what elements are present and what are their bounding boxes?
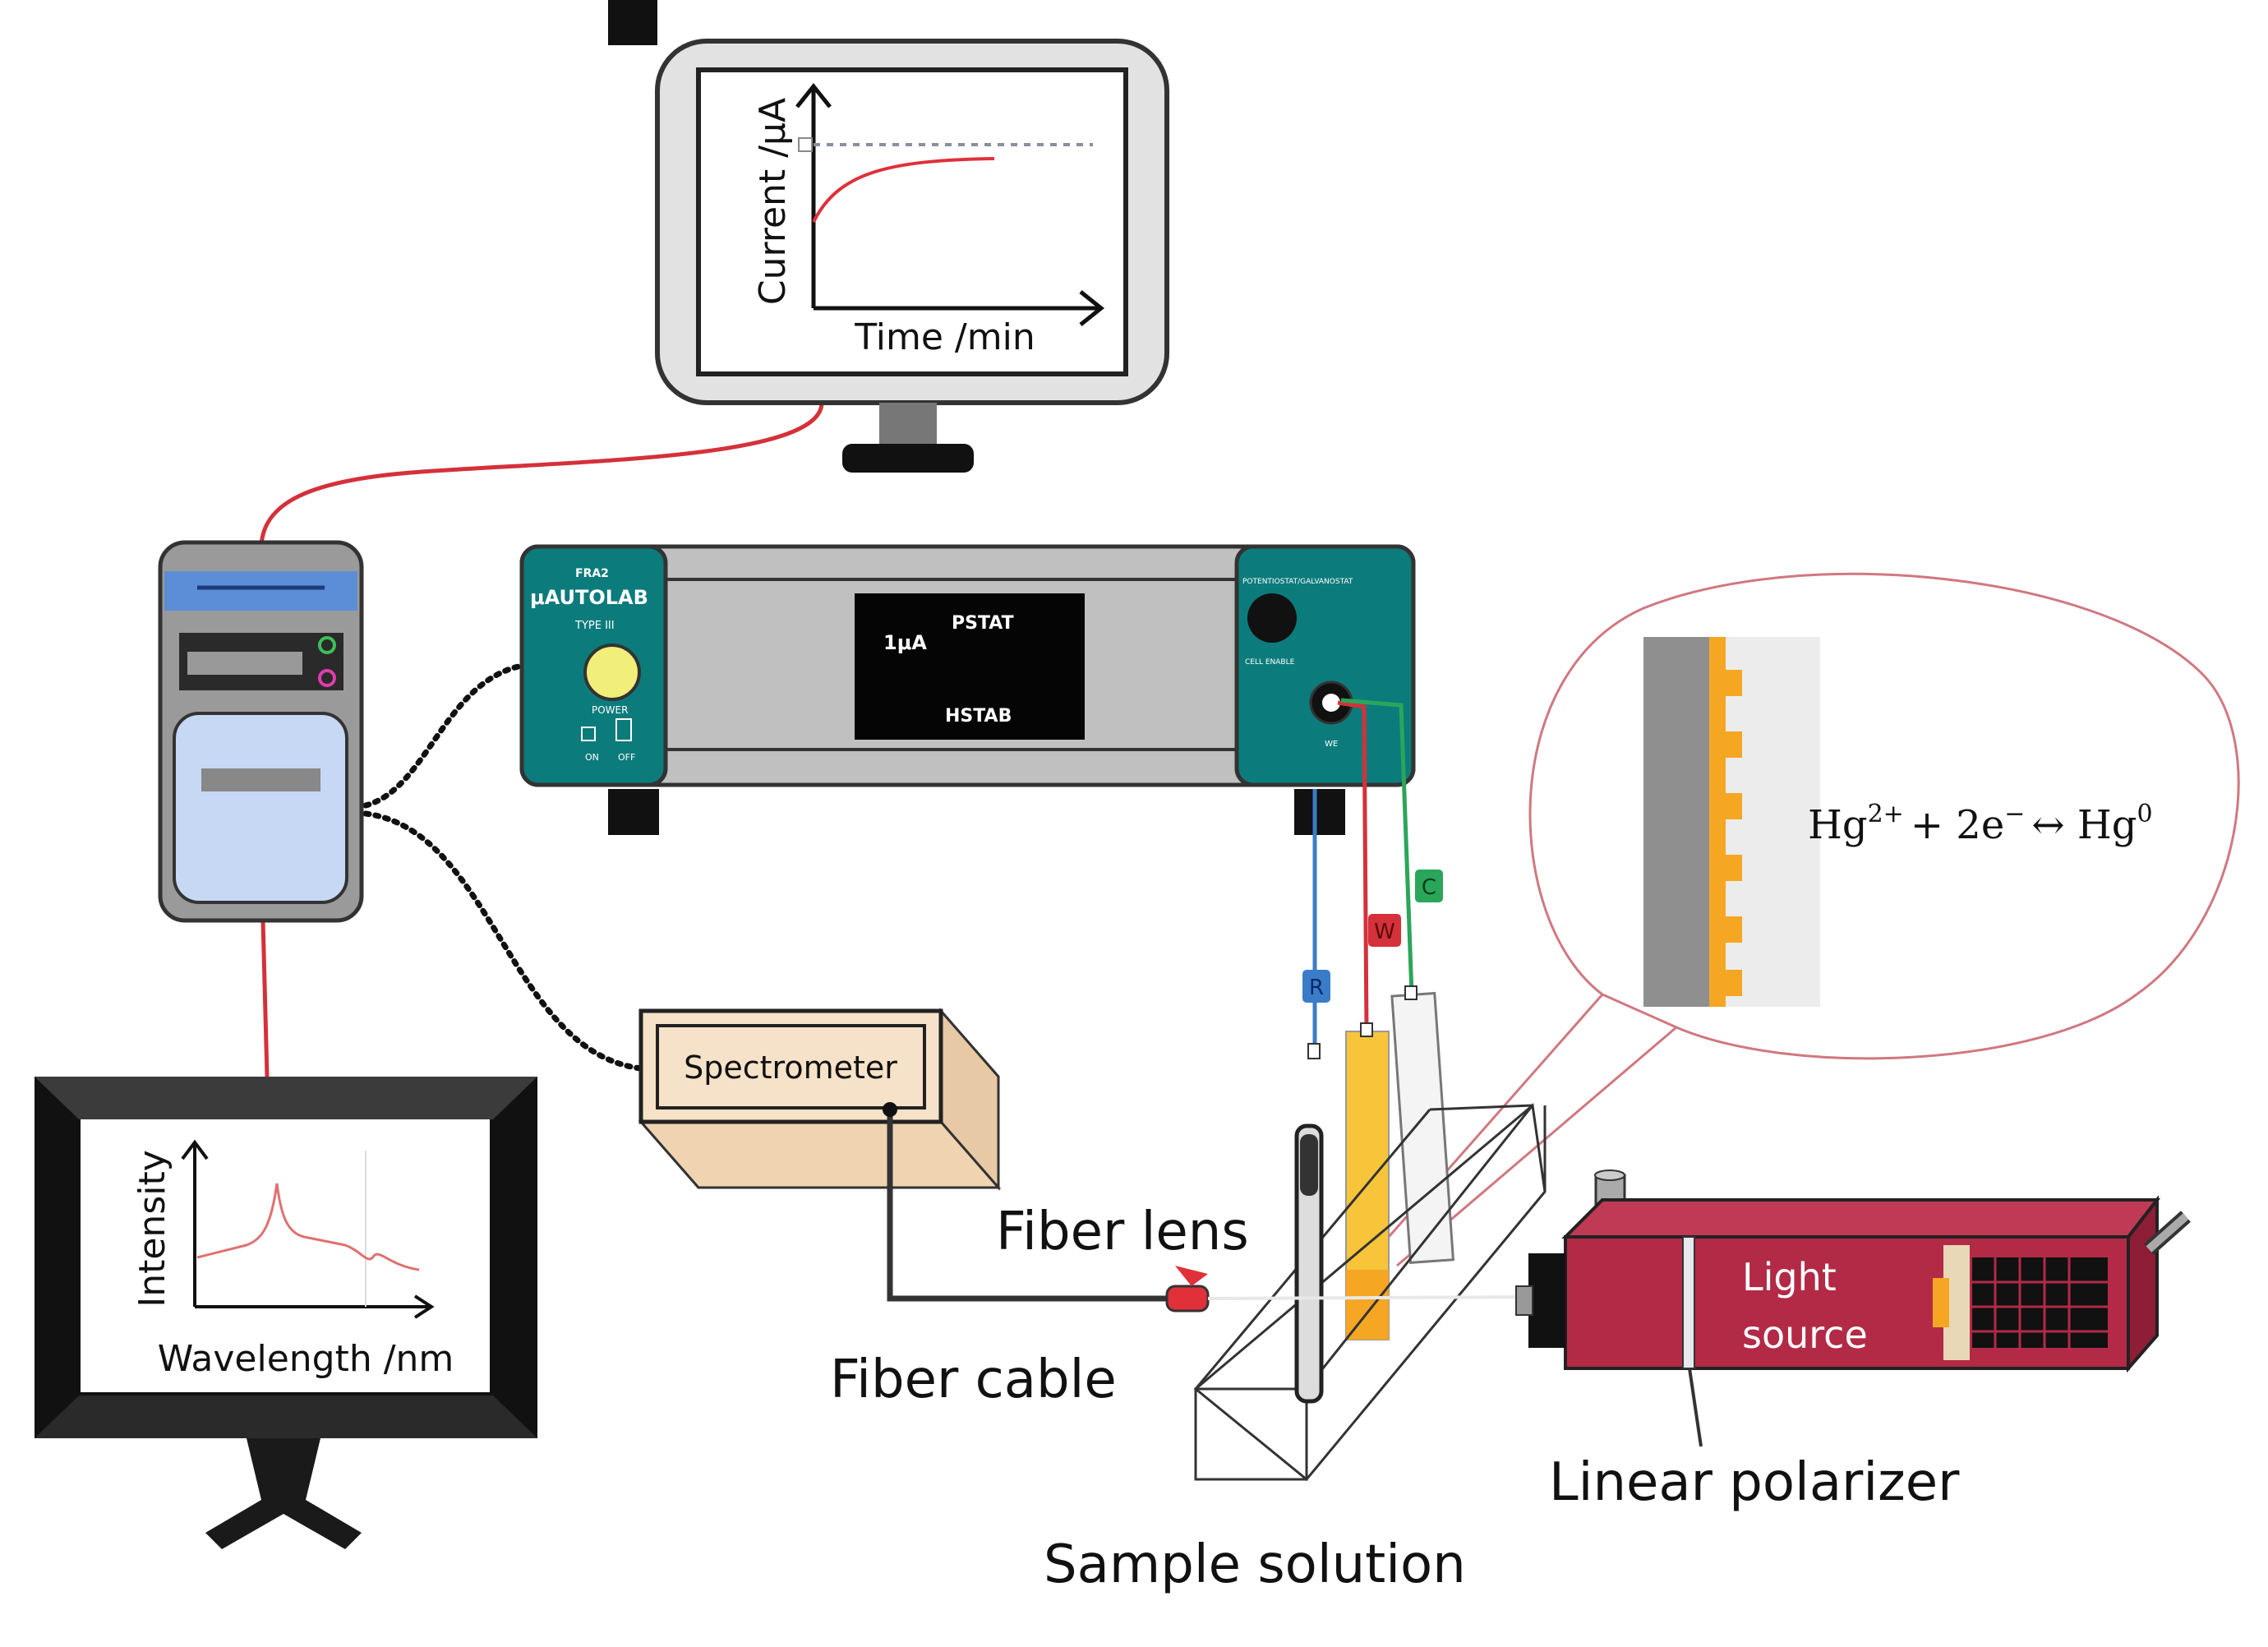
type-label: TYPE III: [574, 620, 615, 632]
svg-text:W: W: [1374, 920, 1395, 944]
current-curve: [812, 157, 995, 223]
power-label: POWER: [592, 704, 628, 716]
cell-switch[interactable]: [1247, 593, 1297, 643]
top-y-axis-label: Current /μA: [752, 98, 794, 305]
brand-small-label: FRA2: [575, 567, 609, 580]
svg-text:R: R: [1309, 976, 1324, 1000]
bottom-y-axis-label: Intensity: [131, 1150, 173, 1308]
polarizer-pointer: [1688, 1368, 1703, 1447]
top-monitor: Current /μA Time /min: [655, 39, 1169, 473]
potentiostat: FRA2 μAUTOLAB TYPE III POWER ON OFF 1μA …: [519, 0, 1416, 835]
reference-electrode: [1294, 1123, 1324, 1404]
electrode-tag-reference: R: [1302, 970, 1330, 1003]
power-knob[interactable]: [583, 644, 641, 701]
light-source-label-2: source: [1742, 1313, 1868, 1357]
electrode-tag-counter: C: [1415, 870, 1443, 902]
sample-solution-label: Sample solution: [1044, 1534, 1466, 1595]
fiber-lens-label: Fiber lens: [996, 1202, 1249, 1262]
sample-layer: [1709, 637, 1820, 1007]
fiber-cable: [887, 1110, 1175, 1302]
power-light-pink-icon: [318, 669, 336, 687]
fiber-lens: [1165, 1285, 1210, 1313]
spectrum-curve: [196, 1183, 420, 1271]
fiber-cable-label: Fiber cable: [830, 1349, 1117, 1410]
substrate-layer: [1643, 637, 1709, 1007]
pc-tower: [158, 540, 364, 923]
right-panel-title: POTENTIOSTAT/GALVANOSTAT: [1242, 578, 1353, 586]
display-hstab: HSTAB: [945, 706, 1012, 727]
light-beam: [1207, 1295, 1533, 1300]
svg-text:C: C: [1422, 875, 1436, 900]
reaction-equation: Hg2++ 2e−↔ Hg0: [1808, 800, 2153, 848]
working-wire: [1337, 700, 1369, 1032]
electrode-tag-working: W: [1368, 914, 1401, 947]
brand-label: μAUTOLAB: [530, 586, 648, 609]
zoom-callout: Hg2++ 2e−↔ Hg0: [1387, 572, 2240, 1267]
display-current: 1μA: [883, 631, 927, 654]
dotted-cable-pc-to-potentiostat: [362, 662, 525, 809]
bottom-monitor: Intensity Wavelength /nm: [35, 1077, 537, 1549]
display-pstat: PSTAT: [952, 613, 1014, 634]
spectrometer: Spectrometer: [638, 1008, 1002, 1191]
off-label: OFF: [618, 752, 635, 763]
linear-polarizer-label: Linear polarizer: [1549, 1452, 1960, 1513]
red-cable-pc-to-monitor: [260, 920, 270, 1077]
red-cable-monitor-to-pc: [259, 402, 824, 547]
light-source-label-1: Light: [1742, 1255, 1837, 1299]
we-label: WE: [1325, 740, 1338, 749]
dotted-cable-pc-to-spectrometer: [362, 810, 644, 1072]
sample-cuvette: [1193, 985, 1547, 1482]
power-light-green-icon: [318, 636, 336, 654]
light-source: Light source: [1515, 1170, 2191, 1373]
cell-enable-label: CELL ENABLE: [1245, 658, 1295, 667]
top-x-axis-label: Time /min: [854, 316, 1035, 358]
on-label: ON: [585, 752, 599, 763]
spectrometer-label: Spectrometer: [684, 1050, 897, 1086]
counter-wire: [1340, 698, 1414, 995]
linear-polarizer-plate: [1682, 1236, 1695, 1369]
bottom-x-axis-label: Wavelength /nm: [158, 1338, 454, 1380]
